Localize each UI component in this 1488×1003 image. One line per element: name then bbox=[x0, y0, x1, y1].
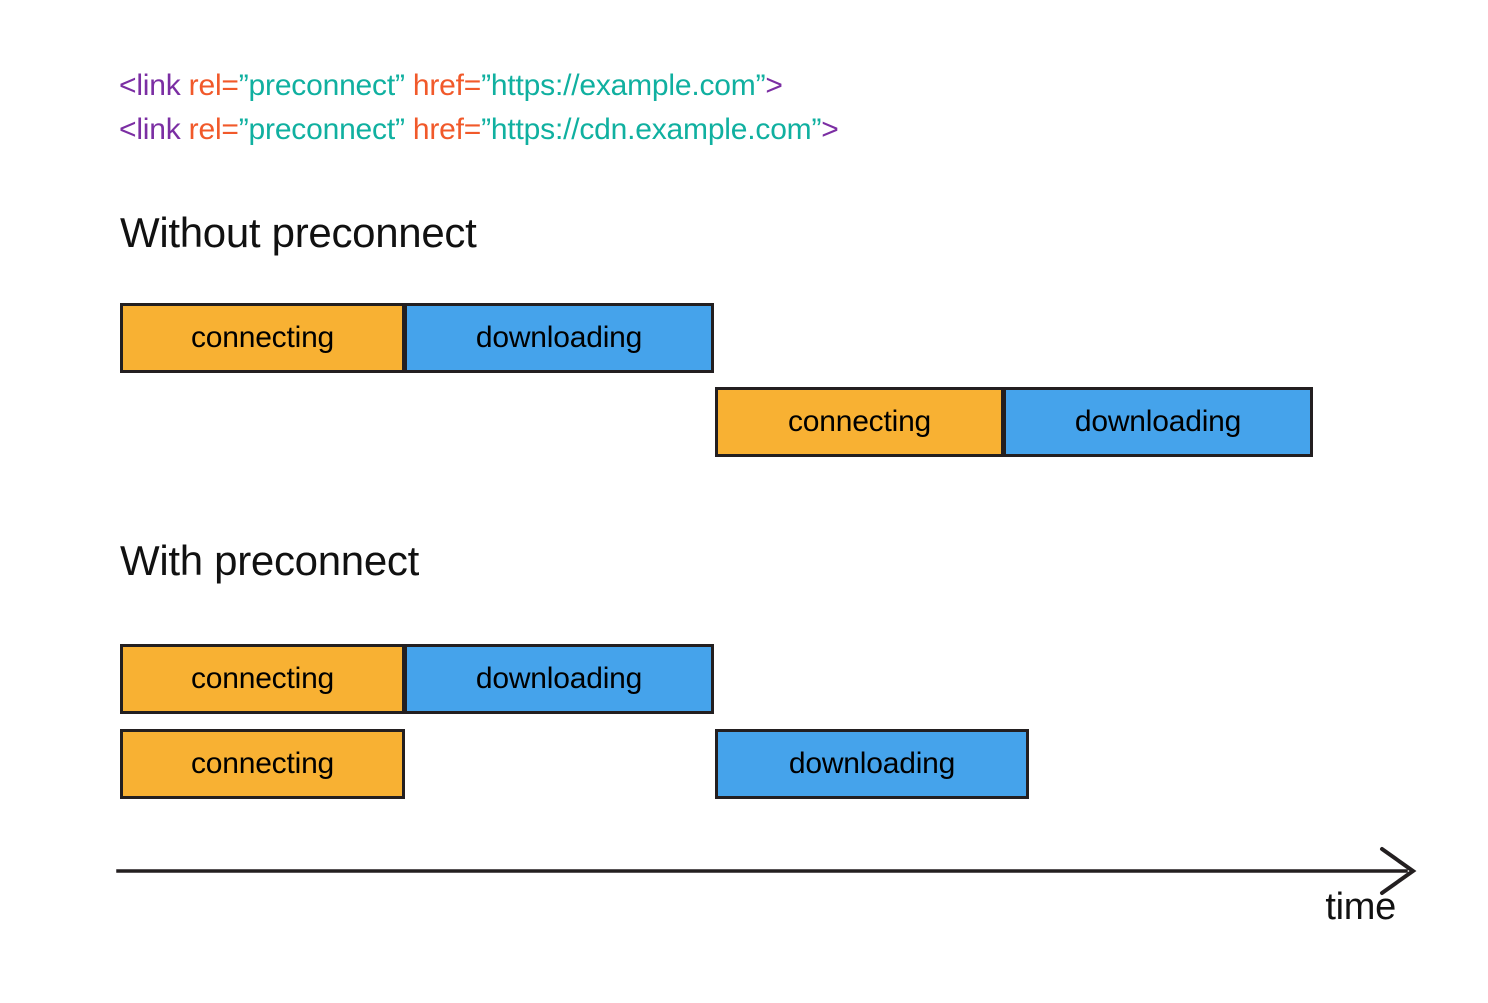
code-token-attr2: href= bbox=[404, 69, 482, 102]
code-token-attr: rel= bbox=[180, 69, 239, 102]
code-snippet: <link rel=”preconnect” href=”https://exa… bbox=[119, 64, 839, 152]
code-token-value: ”preconnect” bbox=[238, 69, 405, 102]
bar-segment-downloading: downloading bbox=[715, 729, 1029, 799]
bar-segment-downloading: downloading bbox=[404, 303, 714, 373]
section-heading-without-preconnect: Without preconnect bbox=[120, 209, 477, 256]
bar-label: downloading bbox=[1074, 405, 1242, 438]
code-line-2: <link rel=”preconnect” href=”https://cdn… bbox=[119, 108, 839, 152]
time-axis-label: time bbox=[1325, 886, 1396, 928]
bar-label: connecting bbox=[190, 662, 335, 695]
bar-segment-connecting: connecting bbox=[120, 303, 405, 373]
code-line-1: <link rel=”preconnect” href=”https://exa… bbox=[119, 64, 839, 108]
code-token-tag: <link bbox=[119, 113, 181, 146]
bar-label: connecting bbox=[190, 321, 335, 354]
code-token-tag: <link bbox=[119, 69, 181, 102]
code-token-tag-close: > bbox=[765, 69, 783, 102]
bar-label: connecting bbox=[787, 405, 932, 438]
bar-label: downloading bbox=[788, 747, 956, 780]
time-axis bbox=[110, 845, 1430, 905]
bar-segment-connecting: connecting bbox=[715, 387, 1004, 457]
bar-label: downloading bbox=[475, 321, 643, 354]
bar-label: downloading bbox=[475, 662, 643, 695]
bar-segment-connecting: connecting bbox=[120, 644, 405, 714]
code-token-tag-close: > bbox=[821, 113, 839, 146]
bar-label: connecting bbox=[190, 747, 335, 780]
code-token-attr2: href= bbox=[404, 113, 482, 146]
section-heading-with-preconnect: With preconnect bbox=[120, 537, 419, 584]
bar-segment-connecting: connecting bbox=[120, 729, 405, 799]
code-token-value: ”preconnect” bbox=[238, 113, 405, 146]
code-token-value2: ”https://example.com” bbox=[481, 69, 766, 102]
code-token-value2: ”https://cdn.example.com” bbox=[481, 113, 822, 146]
time-axis-arrow-icon bbox=[116, 847, 1417, 895]
bar-segment-downloading: downloading bbox=[1003, 387, 1313, 457]
code-token-attr: rel= bbox=[180, 113, 239, 146]
bar-segment-downloading: downloading bbox=[404, 644, 714, 714]
